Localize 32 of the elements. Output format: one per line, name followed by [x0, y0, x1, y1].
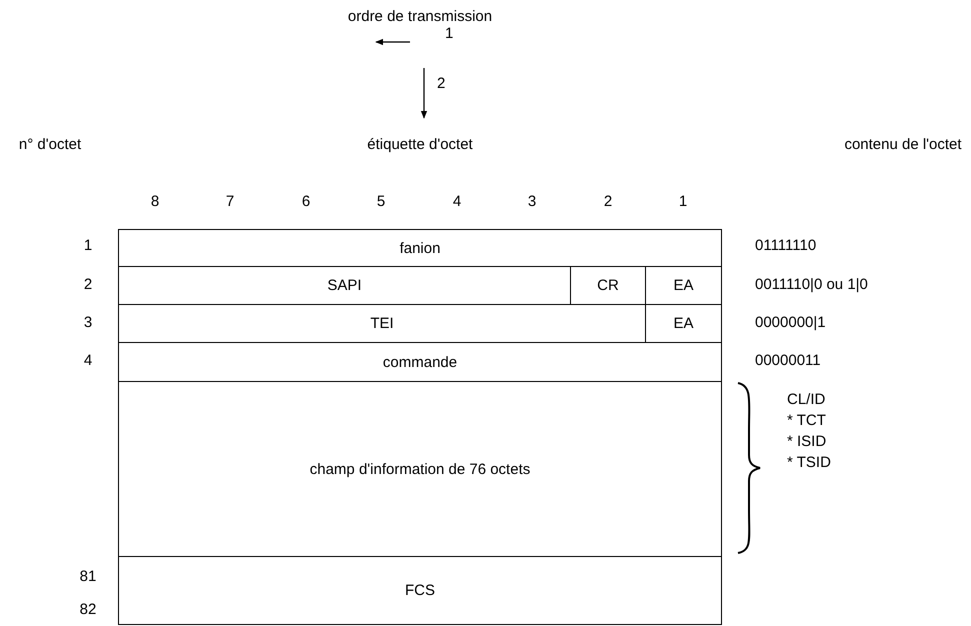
field-cell: fanion: [118, 229, 722, 267]
direction-number: 2: [437, 75, 446, 93]
note-text: * TCT: [787, 412, 826, 430]
field-cell: commande: [118, 342, 722, 382]
bit-number: 2: [604, 193, 612, 211]
bit-number: 7: [226, 193, 234, 211]
field-cell: champ d'information de 76 octets: [118, 381, 722, 557]
bit-number: 4: [452, 193, 462, 211]
octet-number: 2: [84, 276, 92, 294]
note-text: * TSID: [787, 454, 831, 472]
octet-value: 0000000|1: [755, 314, 826, 332]
bit-number: 6: [302, 193, 310, 211]
field-cell: FCS: [118, 556, 722, 625]
octet-value: 01111110: [755, 237, 816, 255]
octet-number: 81: [80, 568, 96, 586]
bit-number: 3: [528, 193, 536, 211]
column-heading: n° d'octet: [18, 136, 82, 154]
octet-number: 1: [84, 237, 92, 255]
octet-number: 82: [80, 601, 96, 619]
bit-number: 5: [376, 193, 386, 211]
octet-number: 4: [84, 352, 92, 370]
column-heading: contenu de l'octet: [844, 136, 962, 154]
note-text: * ISID: [787, 433, 826, 451]
octet-value: 0011110|0 ou 1|0: [755, 276, 868, 294]
bit-number: 8: [150, 193, 160, 211]
note-text: CL/ID: [787, 391, 826, 409]
column-heading: étiquette d'octet: [367, 136, 473, 154]
octet-value: 00000011: [755, 352, 821, 370]
heading-text: ordre de transmission: [348, 8, 492, 26]
octet-number: 3: [84, 314, 92, 332]
direction-number: 1: [445, 25, 454, 43]
bit-number: 1: [678, 193, 688, 211]
